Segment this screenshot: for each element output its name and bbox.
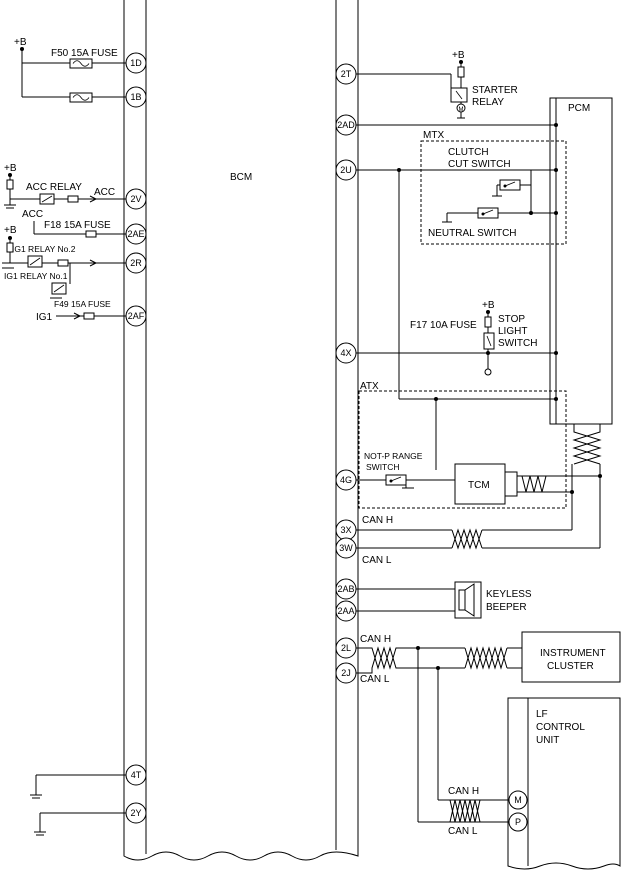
pin-2u: 2U xyxy=(340,165,352,175)
plus-b-starter-label: +B xyxy=(452,50,465,61)
instrument-cluster-module: INSTRUMENT CLUSTER xyxy=(521,631,621,683)
pin-2t: 2T xyxy=(341,69,352,79)
plus-b-acc-label: +B xyxy=(4,163,17,174)
pin-2j: 2J xyxy=(341,668,351,678)
pin-4g: 4G xyxy=(340,475,352,485)
bcm-label: BCM xyxy=(230,172,252,183)
pin-3x: 3X xyxy=(340,525,351,535)
f49-fuse-label: F49 15A FUSE xyxy=(54,299,111,309)
mtx-label: MTX xyxy=(423,130,444,141)
pin-2v: 2V xyxy=(130,194,141,204)
can-l-label-2: CAN L xyxy=(360,674,390,685)
bcm-module: BCM xyxy=(123,0,359,861)
bcm-right-pins: 2T 2AD 2U 4X 4G 3X 3W 2AB 2AA 2L 2J xyxy=(335,63,357,684)
pcm-module: PCM xyxy=(549,97,613,425)
ig1-label: IG1 xyxy=(36,312,53,323)
instrument-cluster-label-1: INSTRUMENT xyxy=(540,648,606,659)
left-power-circuits: +B F50 15A FUSE +B ACC RELAY ACC ACC xyxy=(2,37,126,836)
stop-label-3: SWITCH xyxy=(498,338,537,349)
lf-pin-m: M xyxy=(514,795,522,805)
pin-2l: 2L xyxy=(341,643,351,653)
can-h-label-3: CAN H xyxy=(448,786,479,797)
can-l-label-3: CAN L xyxy=(448,826,478,837)
can-h-label-2: CAN H xyxy=(360,634,391,645)
f50-fuse-icon xyxy=(69,58,93,69)
pin-2ae: 2AE xyxy=(127,229,144,239)
pin-2af: 2AF xyxy=(128,311,145,321)
f18-fuse-label: F18 15A FUSE xyxy=(44,220,111,231)
keyless-label-1: KEYLESS xyxy=(486,589,532,600)
bcm-left-pins: 1D 1B 2V 2AE 2R 2AF 4T 2Y xyxy=(125,52,147,824)
pin-2ab: 2AB xyxy=(337,584,354,594)
ig1-relay-1-icon xyxy=(51,282,67,295)
pin-2ad: 2AD xyxy=(337,120,355,130)
can-h-label-1: CAN H xyxy=(362,515,393,526)
lf-label-1: LF xyxy=(536,709,548,720)
tcm-module: TCM xyxy=(454,463,518,505)
lf-label-3: UNIT xyxy=(536,735,559,746)
lf-pin-p: P xyxy=(515,817,521,827)
stop-label-2: LIGHT xyxy=(498,326,527,337)
plus-b-ig1-label: +B xyxy=(4,225,17,236)
pin-1d: 1D xyxy=(130,58,142,68)
pcm-label: PCM xyxy=(568,103,590,114)
pin-4x: 4X xyxy=(340,348,351,358)
tcm-label: TCM xyxy=(468,480,490,491)
instrument-cluster-label-2: CLUSTER xyxy=(547,661,594,672)
acc-label-2: ACC xyxy=(22,209,43,220)
neutral-switch-icon xyxy=(477,207,499,219)
notp-switch-icon xyxy=(385,474,407,486)
ig1-relay-2-label: IG1 RELAY No.2 xyxy=(12,244,76,254)
right-circuits: +B M STARTER RELAY PCM MTX CLUTCH CUT SW… xyxy=(346,50,621,870)
can-l-label-1: CAN L xyxy=(362,555,392,566)
notp-label-1: NOT-P RANGE xyxy=(364,451,423,461)
clutch-switch-icon xyxy=(499,179,521,191)
f17-fuse-label: F17 10A FUSE xyxy=(410,320,477,331)
pin-1b: 1B xyxy=(130,92,141,102)
pin-3w: 3W xyxy=(339,543,353,553)
keyless-label-2: BEEPER xyxy=(486,602,527,613)
ig1-relay-1-label: IG1 RELAY No.1 xyxy=(4,271,68,281)
pin-2r: 2R xyxy=(130,258,142,268)
clutch-label-1: CLUTCH xyxy=(448,147,489,158)
starter-label-1: STARTER xyxy=(472,85,518,96)
atx-label: ATX xyxy=(360,381,379,392)
stop-light-switch-icon xyxy=(483,332,495,350)
acc-relay-icon xyxy=(39,193,55,205)
lf-label-2: CONTROL xyxy=(536,722,585,733)
plus-b-label: +B xyxy=(14,37,27,48)
svg-text:M: M xyxy=(459,107,464,113)
pin-4t: 4T xyxy=(131,770,142,780)
fuse-1b-icon xyxy=(69,92,93,103)
acc-relay-label: ACC RELAY xyxy=(26,182,82,193)
plus-b-stop-label: +B xyxy=(482,300,495,311)
stop-label-1: STOP xyxy=(498,314,525,325)
pin-2y: 2Y xyxy=(130,808,141,818)
acc-label-1: ACC xyxy=(94,187,115,198)
clutch-label-2: CUT SWITCH xyxy=(448,159,511,170)
neutral-switch-label: NEUTRAL SWITCH xyxy=(428,228,517,239)
starter-relay-icon: M xyxy=(450,87,468,113)
keyless-beeper-icon xyxy=(454,581,482,619)
starter-label-2: RELAY xyxy=(472,97,504,108)
lf-control-unit-module: LF CONTROL UNIT xyxy=(507,697,621,870)
ig1-relay-2-icon xyxy=(27,255,43,268)
notp-label-2: SWITCH xyxy=(366,462,400,472)
f50-fuse-label: F50 15A FUSE xyxy=(51,48,118,59)
pin-2aa: 2AA xyxy=(337,606,354,616)
